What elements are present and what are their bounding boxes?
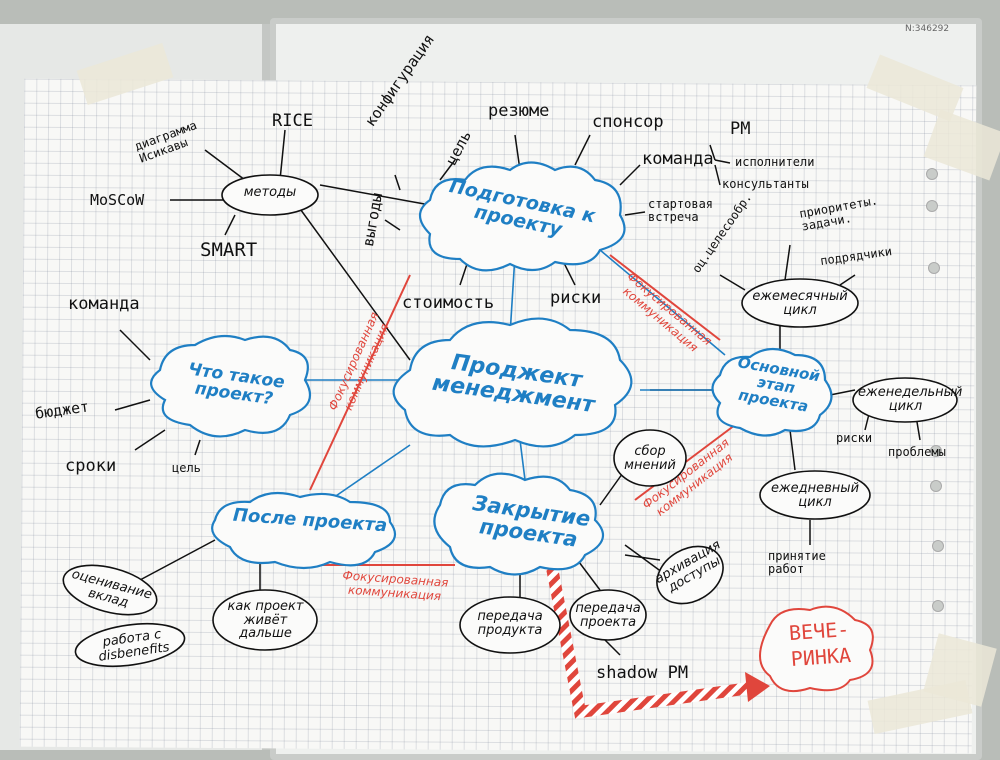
method-rice: RICE (272, 111, 313, 131)
oval-methods (221, 174, 319, 216)
what-team: команда (68, 294, 140, 314)
cloud-party (759, 605, 874, 692)
oval-weekly (852, 377, 958, 423)
method-moscow: MoSCoW (90, 191, 145, 209)
oval-opinions (613, 429, 687, 487)
party-label: ВЕЧЕ- РИНКА (788, 616, 852, 672)
oval-monthly (741, 278, 859, 328)
after-lives-on: как проект живёт дальше (227, 599, 304, 642)
oval-archive (656, 545, 724, 605)
closing-product: передача продукта (477, 609, 543, 638)
board-code: N:346292 (905, 24, 950, 34)
what-goal: цель (172, 461, 201, 475)
blue-connectors (300, 249, 726, 501)
method-smart: SMART (200, 239, 258, 261)
cloud-closing (433, 472, 605, 576)
prep-risks: риски (550, 288, 602, 308)
weekly-problems: проблемы (888, 445, 946, 459)
punch-hole (930, 445, 942, 457)
cloud-center (392, 317, 633, 448)
punch-hole (926, 168, 938, 180)
methods-label: методы (243, 185, 297, 200)
prep-summary: резюме (488, 101, 550, 121)
arrow-head (745, 672, 770, 702)
punch-hole (926, 200, 938, 212)
cloud-after (211, 491, 397, 570)
punch-hole (932, 540, 944, 552)
oval-project-transfer (569, 589, 647, 641)
oval-evaluation (62, 564, 158, 616)
oval-product (459, 596, 561, 654)
cloud-main-stage (711, 347, 833, 437)
oval-disbenefits (74, 622, 186, 668)
focus-lines (309, 254, 736, 566)
monthly-cycle: ежемесячный цикл (752, 289, 848, 318)
what-deadlines: сроки (65, 456, 117, 476)
party-arrow (546, 566, 751, 719)
closing-project-transfer: передача проекта (575, 601, 641, 630)
punch-hole (930, 480, 942, 492)
team-consultants: консультанты (722, 177, 809, 191)
prep-team: команда (642, 149, 714, 169)
weekly-risks: риски (836, 431, 873, 445)
closing-shadow-pm: shadow PM (596, 663, 689, 683)
cloud-what-is (150, 334, 312, 438)
weekly-cycle: еженедельный цикл (858, 385, 963, 414)
prep-sponsor: спонсор (592, 112, 664, 132)
daily-acceptance: принятие работ (768, 549, 826, 577)
ovals (62, 174, 958, 668)
prep-cost: стоимость (402, 293, 495, 313)
clouds (150, 161, 833, 576)
oval-lives-on (212, 589, 318, 651)
team-executors: исполнители (735, 155, 815, 169)
closing-opinions: сбор мнений (624, 444, 676, 473)
punch-hole (928, 262, 940, 274)
punch-hole (932, 600, 944, 612)
daily-cycle: ежедневный цикл (770, 481, 860, 510)
prep-kickoff: стартовая встреча (648, 197, 714, 225)
cloud-preparation (418, 161, 626, 272)
team-pm: PM (730, 119, 751, 139)
oval-daily (759, 470, 871, 520)
